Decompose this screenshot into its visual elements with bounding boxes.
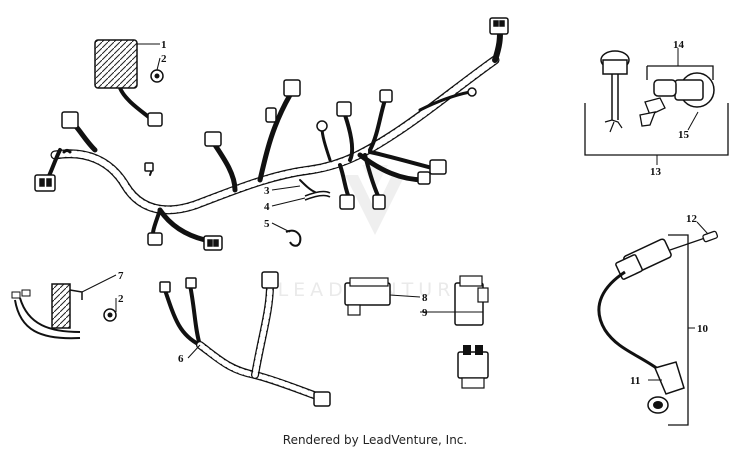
bracket-part-7[interactable] <box>11 283 83 340</box>
footer-credit: Rendered by LeadVenture, Inc. <box>282 433 468 447</box>
callout-12: 12 <box>686 213 698 225</box>
callout-7: 7 <box>118 270 124 282</box>
regulator-module-part-1[interactable] <box>94 39 163 127</box>
callout-6: 6 <box>178 353 184 365</box>
relay-part-8[interactable] <box>344 277 391 316</box>
secondary-harness-part-6[interactable] <box>159 271 331 407</box>
callout-3: 3 <box>264 185 270 197</box>
ignition-switch-assembly-part-13[interactable] <box>584 50 729 156</box>
callout-14: 14 <box>673 39 685 51</box>
ignition-coil-assembly-part-10[interactable] <box>597 230 719 426</box>
harness-connectors <box>34 17 509 251</box>
callout-8: 8 <box>422 292 428 304</box>
cable-tie-part-5[interactable] <box>285 229 302 247</box>
wire-clip-part-4[interactable] <box>304 190 331 201</box>
nut-part-2-upper[interactable] <box>150 69 164 83</box>
callout-5: 5 <box>264 218 270 230</box>
callout-4: 4 <box>264 201 270 213</box>
callout-10: 10 <box>697 323 709 335</box>
callout-13: 13 <box>650 166 662 178</box>
callout-2-lower: 2 <box>118 293 124 305</box>
callout-numbers: 1 2 3 4 5 6 7 2 8 9 10 11 12 13 14 15 <box>118 39 709 387</box>
callout-11: 11 <box>630 375 640 387</box>
callout-2-upper: 2 <box>161 53 167 65</box>
starter-relay-part-9[interactable] <box>454 275 489 389</box>
callout-leader-lines <box>81 43 709 381</box>
nut-part-2-lower[interactable] <box>103 308 117 322</box>
callout-1: 1 <box>161 39 167 51</box>
callout-9: 9 <box>422 307 428 319</box>
callout-15: 15 <box>678 129 690 141</box>
